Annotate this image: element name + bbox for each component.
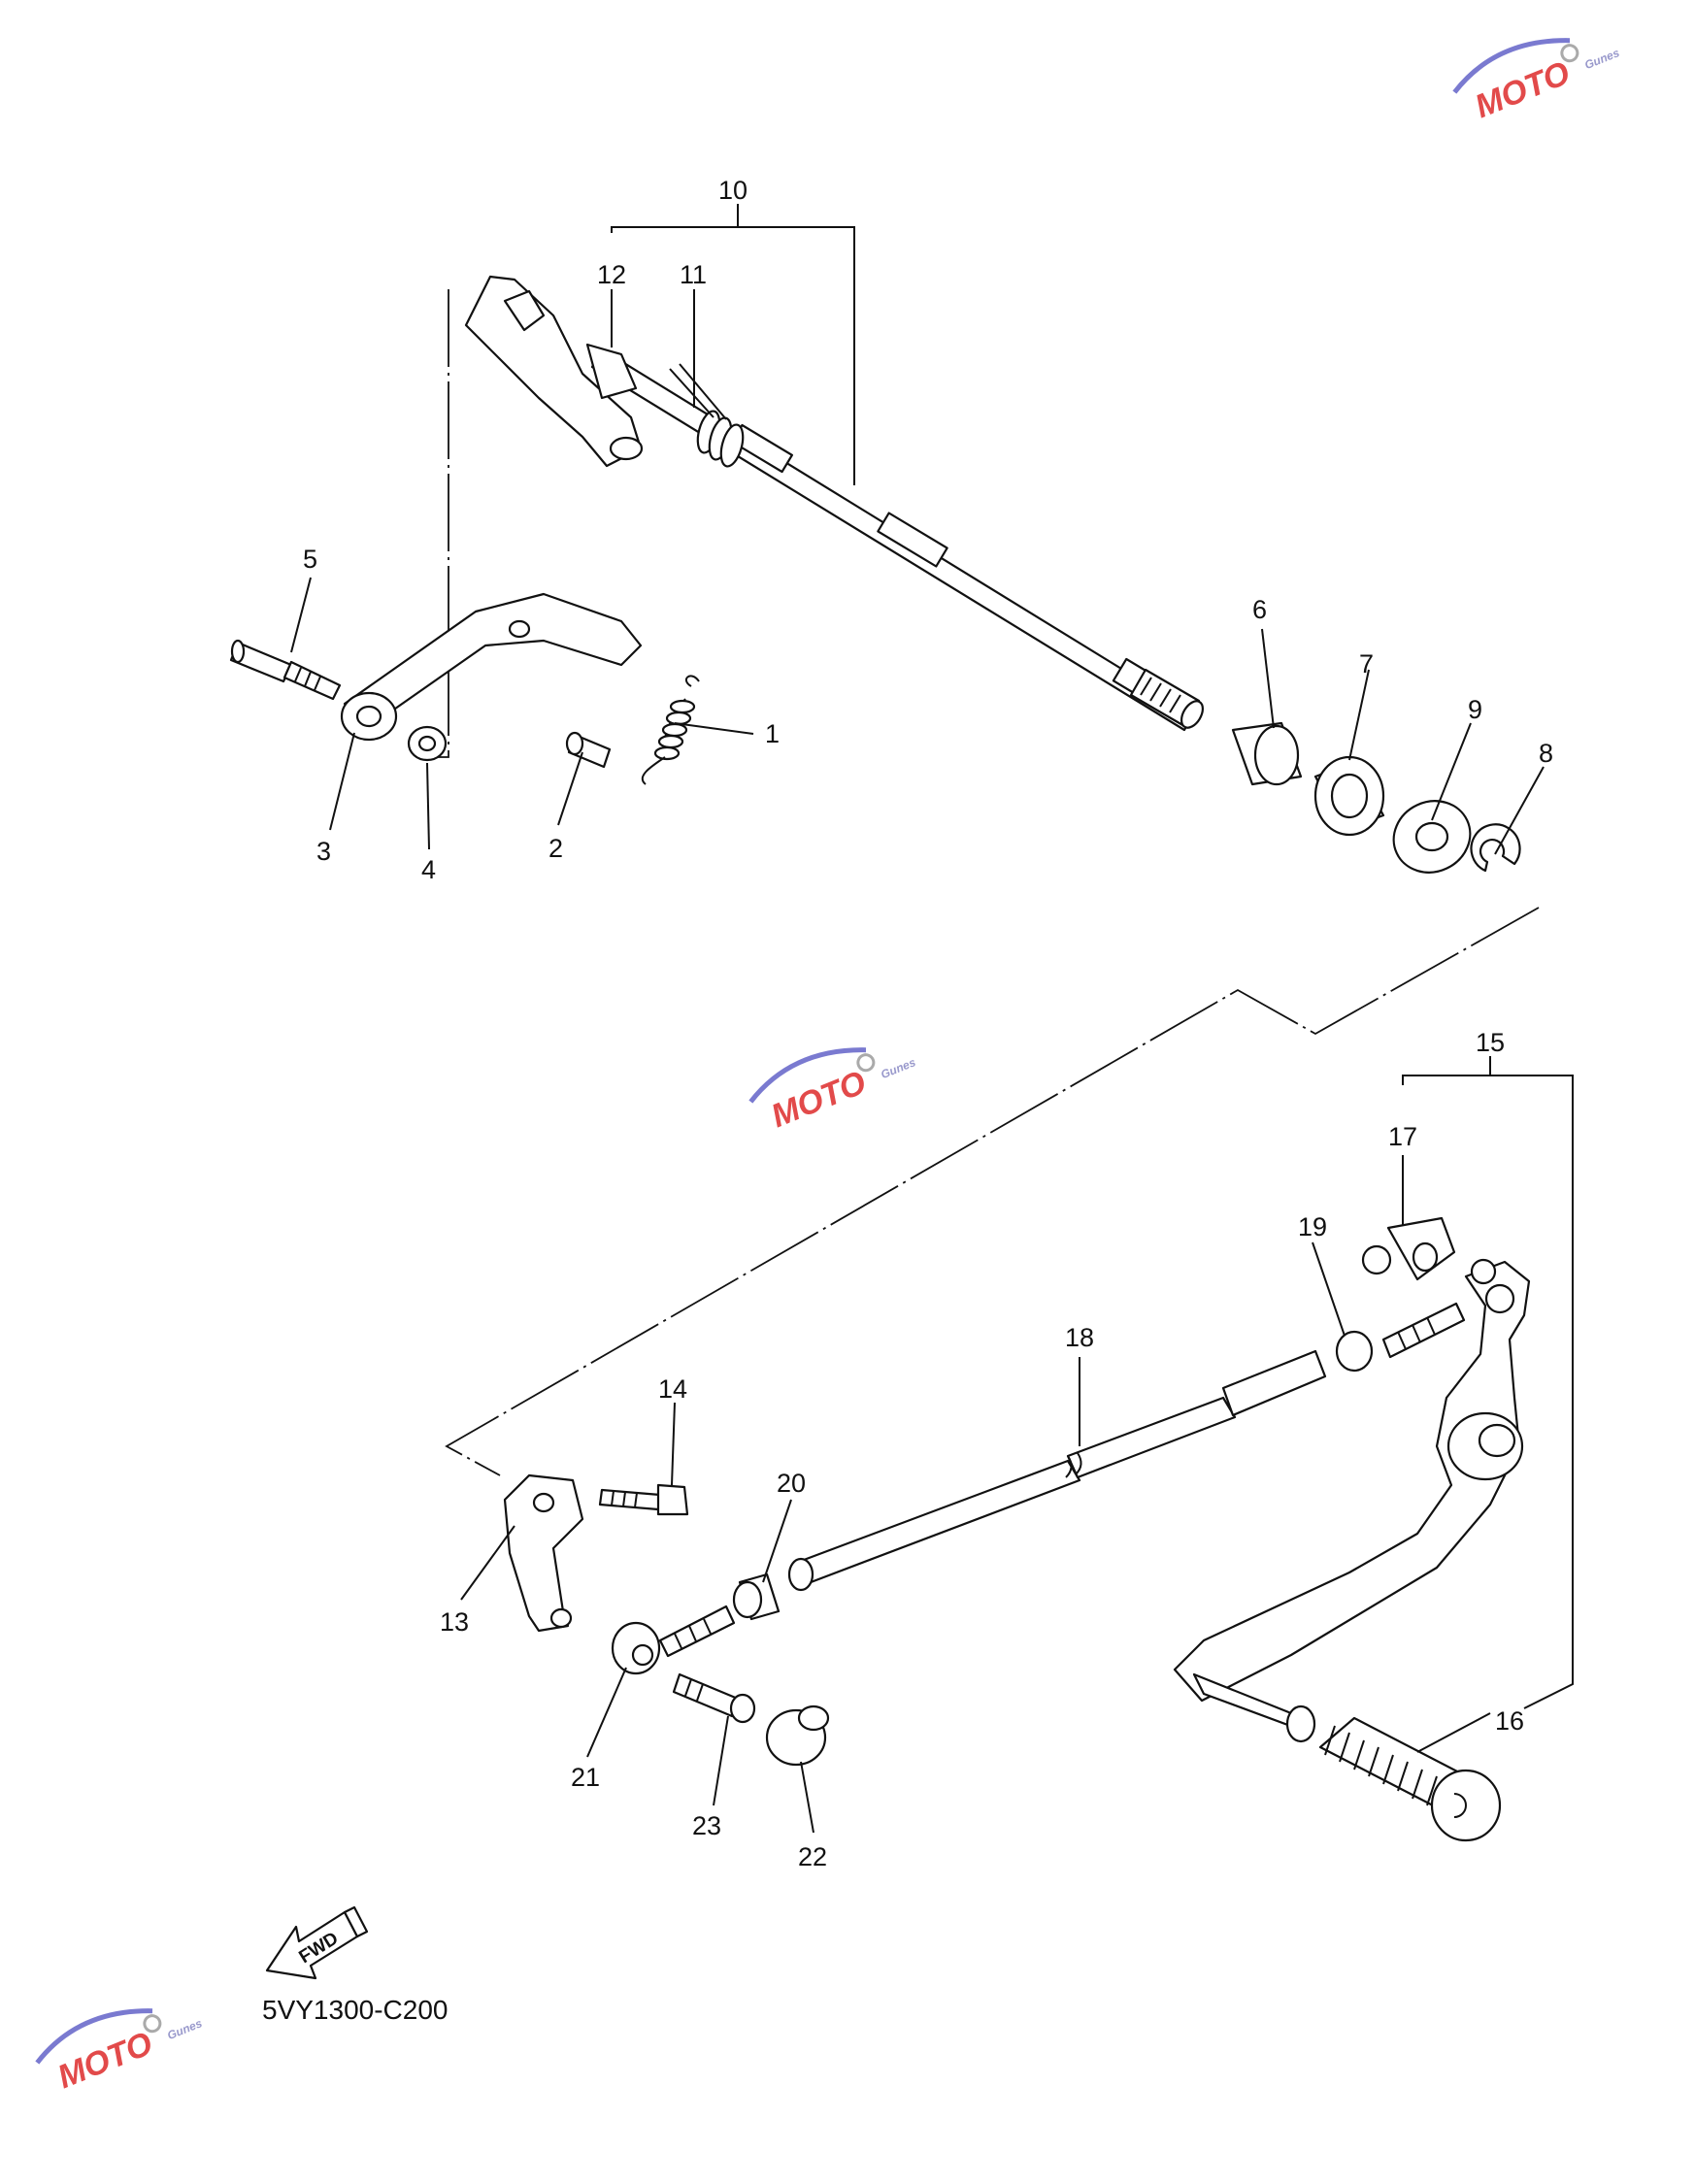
part-23-bolt <box>672 1672 756 1724</box>
callout-2: 2 <box>548 834 563 863</box>
callout-17: 17 <box>1388 1122 1417 1151</box>
part-16-pedal-rubber <box>1318 1716 1502 1842</box>
callout-16: 16 <box>1495 1706 1524 1736</box>
part-7-oil-seal <box>1313 755 1385 837</box>
leader-lines <box>290 289 1545 1834</box>
callout-8: 8 <box>1539 739 1553 768</box>
callout-10: 10 <box>718 176 748 205</box>
part-9-washer <box>1392 800 1472 874</box>
part-14-bolt <box>598 1483 689 1516</box>
part-13-shift-arm <box>503 1473 584 1633</box>
fwd-arrow-icon: FWD <box>265 1905 369 1980</box>
part-17-rod-end <box>1361 1216 1456 1281</box>
part-19-nut <box>1335 1330 1374 1373</box>
callout-4: 4 <box>421 855 436 884</box>
callout-21: 21 <box>571 1763 600 1792</box>
svg-text:Gunes: Gunes <box>879 1055 917 1081</box>
watermark-bottom-left: MOTO Gunes <box>35 2008 204 2096</box>
part-1-spring <box>641 675 700 785</box>
part-22-cap <box>765 1704 830 1767</box>
callout-7: 7 <box>1359 649 1374 678</box>
part-3-shift-arm <box>340 592 643 742</box>
watermark-middle: MOTO Gunes <box>748 1047 917 1135</box>
callout-11: 11 <box>680 260 707 289</box>
callout-3: 3 <box>316 837 331 866</box>
callout-18: 18 <box>1065 1323 1094 1352</box>
rod-end-bolt <box>1381 1302 1466 1359</box>
part-6-bushing <box>1231 721 1303 786</box>
callout-15: 15 <box>1476 1028 1505 1057</box>
part-15-shift-pedal <box>1173 1258 1531 1743</box>
part-5-bolt <box>229 639 342 701</box>
part-2-pin <box>565 731 612 769</box>
svg-text:Gunes: Gunes <box>165 2016 204 2042</box>
part-18-shift-rod <box>787 1349 1327 1592</box>
callout-19: 19 <box>1298 1212 1327 1241</box>
drawing-code: 5VY1300-C200 <box>262 1995 448 2025</box>
callout-9: 9 <box>1468 695 1482 724</box>
shift-shaft-assembly <box>464 275 1205 732</box>
callout-13: 13 <box>440 1607 469 1637</box>
callout-23: 23 <box>692 1811 721 1840</box>
callout-20: 20 <box>777 1469 806 1498</box>
part-4-collar <box>407 725 448 762</box>
callout-14: 14 <box>658 1374 687 1404</box>
svg-text:Gunes: Gunes <box>1582 46 1621 72</box>
callout-22: 22 <box>798 1842 827 1871</box>
part-21-rod-end <box>611 1605 736 1675</box>
callout-5: 5 <box>303 545 317 574</box>
watermark-top-right: MOTO Gunes <box>1452 38 1621 125</box>
part-20-nut <box>732 1572 781 1621</box>
callout-1: 1 <box>765 719 780 748</box>
callout-numbers: 1 2 3 4 5 6 7 8 9 10 11 12 13 14 15 16 1… <box>303 176 1553 1871</box>
callout-6: 6 <box>1252 595 1267 624</box>
part-8-circlip <box>1470 823 1521 873</box>
callout-12: 12 <box>597 260 626 289</box>
